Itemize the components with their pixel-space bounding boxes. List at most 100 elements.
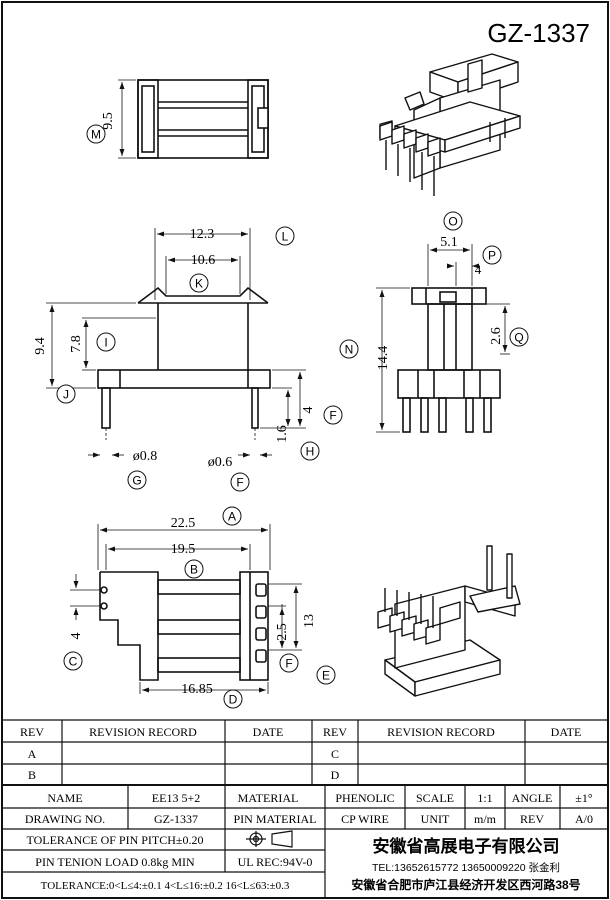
- callout-f-pin: F: [236, 476, 243, 490]
- top-view: [137, 79, 269, 159]
- callout-m: M: [91, 128, 101, 142]
- callout-circle: [509, 327, 529, 347]
- dim-side-slot: 4: [475, 262, 482, 277]
- dim-bottom-pitch-left: 4: [69, 633, 84, 640]
- callout-circle: [63, 651, 83, 671]
- side-view-dims: [376, 244, 510, 433]
- revision-record-header-2: REVISION RECORD: [387, 725, 495, 739]
- rev-cell-c: C: [331, 747, 339, 761]
- callout-circle: [482, 245, 502, 265]
- callout-circle: [127, 470, 147, 490]
- dim-side-step: 2.6: [489, 327, 504, 345]
- callout-e: E: [322, 669, 330, 683]
- callout-p: P: [488, 249, 496, 263]
- callout-c: C: [69, 655, 78, 669]
- callout-circle: [223, 689, 243, 709]
- company-name: 安徽省高展电子有限公司: [373, 836, 560, 856]
- callout-l: L: [282, 230, 289, 244]
- isometric-view-bottom: [377, 545, 521, 697]
- dim-bottom-span-right: 13: [302, 614, 317, 628]
- part-number-title: GZ-1337: [487, 18, 590, 48]
- revision-record-header: REVISION RECORD: [89, 725, 197, 739]
- dim-side-height: 14.4: [376, 346, 391, 371]
- date-header-2: DATE: [551, 725, 582, 739]
- callout-f-bottom: F: [285, 657, 292, 671]
- company-tel: TEL:13652615772 13650009220 张金利: [372, 861, 560, 874]
- dim-front-pin-dia-right: ø0.6: [208, 455, 233, 470]
- material-value: PHENOLIC: [335, 791, 394, 805]
- pin-tension: PIN TENION LOAD 0.8kg MIN: [35, 855, 195, 869]
- callout-circle: [316, 665, 336, 685]
- isometric-view-top: [379, 53, 521, 196]
- callout-circle: [230, 472, 250, 492]
- ul-rec: UL REC:94V-0: [238, 855, 313, 869]
- pin-material-label: PIN MATERIAL: [234, 812, 317, 826]
- unit-value: m/m: [474, 812, 497, 826]
- dim-front-height-inner: 7.8: [69, 335, 84, 353]
- dim-bottom-pitch-right: 2.5: [275, 623, 290, 641]
- dim-front-width-outer: 12.3: [190, 227, 215, 242]
- company-address: 安徽省合肥市庐江县经济开发区西河路38号: [351, 877, 580, 892]
- material-label: MATERIAL: [238, 791, 299, 805]
- dim-bottom-length-total: 22.5: [171, 516, 196, 531]
- pin-material-value: CP WIRE: [341, 812, 389, 826]
- unit-label: UNIT: [421, 812, 450, 826]
- callout-k: K: [195, 277, 203, 291]
- callout-circle: [323, 405, 343, 425]
- callout-n: N: [345, 343, 354, 357]
- angle-label: ANGLE: [512, 791, 553, 805]
- dim-front-width-inner: 10.6: [191, 253, 216, 268]
- callout-h: H: [306, 445, 315, 459]
- dim-bottom-length-inner: 19.5: [171, 542, 196, 557]
- rev-cell-a: A: [28, 747, 37, 761]
- callout-g: G: [132, 474, 141, 488]
- callout-circle: [189, 273, 209, 293]
- callout-o: O: [448, 215, 457, 229]
- side-view: [397, 287, 501, 433]
- callout-a: A: [228, 510, 236, 524]
- callout-circle: [300, 441, 320, 461]
- dim-bottom-base: 16.85: [181, 682, 213, 697]
- dim-front-base-height: 1.6: [275, 425, 290, 443]
- rev-cell-d: D: [331, 768, 340, 782]
- name-value: EE13 5+2: [152, 791, 200, 805]
- rev-value: A/0: [575, 812, 593, 826]
- callout-circle: [443, 211, 463, 231]
- dim-front-pin-dia-left: ø0.8: [133, 449, 158, 464]
- tolerance-line: TOLERANCE:0<L≤4:±0.1 4<L≤16:±0.2 16<L≤63…: [41, 880, 290, 892]
- callout-circle: [86, 124, 106, 144]
- dim-front-height-total: 9.4: [33, 337, 48, 355]
- front-view-dims: [46, 228, 306, 458]
- rev-label: REV: [520, 812, 544, 826]
- name-label: NAME: [47, 791, 82, 805]
- callout-d: D: [229, 693, 238, 707]
- bottom-view: [99, 571, 269, 681]
- callout-circle: [275, 226, 295, 246]
- callout-b: B: [190, 563, 198, 577]
- drawing-no-value: GZ-1337: [154, 812, 198, 826]
- dim-side-width: 5.1: [440, 235, 458, 250]
- callout-i: I: [104, 336, 107, 350]
- projection-symbol-icon: [246, 830, 293, 848]
- rev-header-2: REV: [323, 725, 347, 739]
- rev-header: REV: [20, 725, 44, 739]
- callout-circle: [222, 506, 242, 526]
- scale-value: 1:1: [477, 791, 492, 805]
- bottom-view-dims: [70, 524, 302, 694]
- front-view: [97, 286, 271, 440]
- date-header: DATE: [253, 725, 284, 739]
- callout-q: Q: [514, 331, 523, 345]
- dim-top-height: 9.5: [101, 112, 116, 130]
- dim-front-pin-length: 4: [301, 407, 316, 414]
- callout-circle: [279, 653, 299, 673]
- top-view-dims: [118, 79, 136, 159]
- scale-label: SCALE: [416, 791, 454, 805]
- drawing-no-label: DRAWING NO.: [25, 812, 105, 826]
- callout-circle: [339, 339, 359, 359]
- callout-f-front: F: [329, 409, 336, 423]
- angle-value: ±1°: [575, 791, 593, 805]
- rev-cell-b: B: [28, 768, 36, 782]
